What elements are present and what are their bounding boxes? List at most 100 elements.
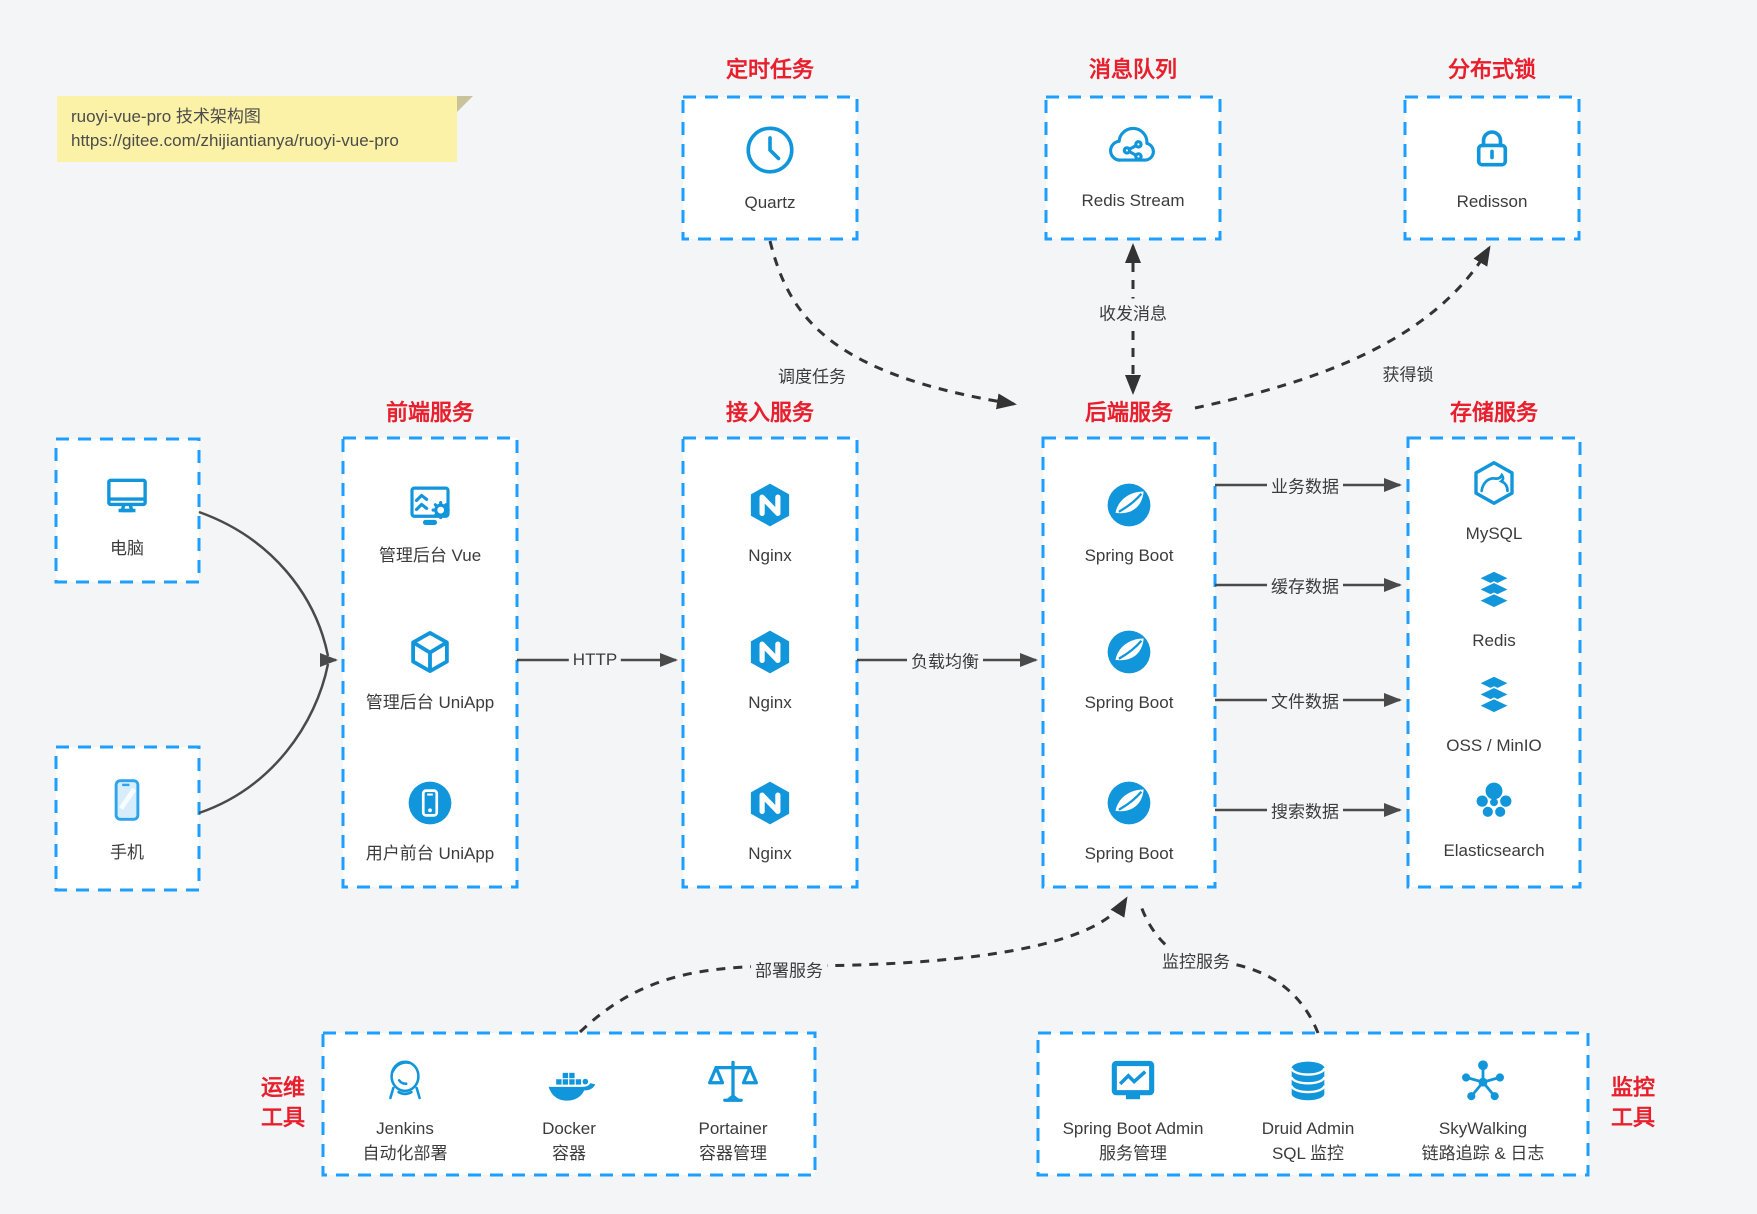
node-portainer: Portainer 容器管理 xyxy=(648,1053,818,1166)
node-skywalking: SkyWalking 链路追踪 & 日志 xyxy=(1398,1053,1568,1166)
node-label: Redis Stream xyxy=(1081,191,1185,210)
user-app-icon xyxy=(408,781,452,825)
edge-label-schedule-task: 调度任务 xyxy=(774,361,850,389)
redis-icon xyxy=(1478,570,1510,609)
node-redis: Redis xyxy=(1419,563,1569,652)
node-mysql: MySQL xyxy=(1419,456,1569,545)
node-label: Spring Boot xyxy=(1084,844,1174,863)
admin-vue-icon xyxy=(410,486,450,525)
box-redisson xyxy=(1403,95,1581,241)
cloud-mq-icon xyxy=(1109,126,1155,162)
lock-icon xyxy=(1476,130,1508,167)
box-redis-stream xyxy=(1044,95,1222,241)
node-nginx-3: Nginx xyxy=(695,776,845,865)
node-nginx-1: Nginx xyxy=(695,478,845,567)
node-label: Spring Boot xyxy=(1084,546,1174,565)
node-spring-boot-2: Spring Boot xyxy=(1054,625,1204,714)
spring-boot-icon xyxy=(1107,483,1151,527)
title-storage: 存储服务 xyxy=(1449,400,1538,425)
druid-icon xyxy=(1290,1061,1326,1101)
node-label: Redis xyxy=(1472,631,1516,650)
edge-label-monitor-service: 监控服务 xyxy=(1158,946,1234,974)
node-label: 管理后台 UniApp xyxy=(365,693,495,712)
edge-label-load-balance: 负载均衡 xyxy=(907,646,983,674)
node-label: Druid Admin SQL 监控 xyxy=(1261,1119,1355,1163)
node-label: OSS / MinIO xyxy=(1446,736,1542,755)
spring-boot-admin-icon xyxy=(1111,1060,1155,1100)
node-elasticsearch: Elasticsearch xyxy=(1419,773,1569,862)
spring-boot-icon xyxy=(1107,630,1151,674)
node-label: Nginx xyxy=(748,546,792,565)
edge-label-business-data: 业务数据 xyxy=(1267,471,1343,499)
desktop-icon xyxy=(107,478,147,513)
node-label: Spring Boot xyxy=(1084,693,1174,712)
box-storage xyxy=(1406,436,1582,889)
node-label: Nginx xyxy=(748,693,792,712)
node-redis-stream: Redis Stream xyxy=(1058,119,1208,212)
node-jenkins: Jenkins 自动化部署 xyxy=(320,1053,490,1166)
oss-minio-icon xyxy=(1478,675,1510,714)
node-spring-boot-3: Spring Boot xyxy=(1054,776,1204,865)
node-docker: Docker 容器 xyxy=(484,1053,654,1166)
node-phone: 手机 xyxy=(52,771,202,864)
arrow-deploy-service xyxy=(578,896,1128,1034)
sticky-note: ruoyi-vue-pro 技术架构图 https://gitee.com/zh… xyxy=(57,96,473,162)
uniapp-cube-icon xyxy=(411,630,449,674)
box-monitor-tools xyxy=(1036,1031,1590,1177)
docker-icon xyxy=(548,1072,596,1101)
edge-label-search-data: 搜索数据 xyxy=(1267,796,1343,824)
node-label: Nginx xyxy=(748,844,792,863)
edge-label-file-data: 文件数据 xyxy=(1267,686,1343,714)
arrow-schedule-task xyxy=(768,240,1017,410)
node-label: 电脑 xyxy=(110,539,144,558)
title-backend: 后端服务 xyxy=(1084,400,1173,425)
node-oss-minio: OSS / MinIO xyxy=(1419,668,1569,757)
node-label: Spring Boot Admin 服务管理 xyxy=(1062,1119,1204,1163)
node-label: 管理后台 Vue xyxy=(378,546,482,565)
node-quartz: Quartz xyxy=(695,121,845,214)
title-scheduled-task: 定时任务 xyxy=(725,57,814,82)
elasticsearch-icon xyxy=(1476,782,1512,817)
node-label: Redisson xyxy=(1456,192,1528,211)
arrow-acquire-lock xyxy=(1194,245,1491,410)
node-pc: 电脑 xyxy=(52,467,202,560)
title-frontend: 前端服务 xyxy=(385,400,474,425)
node-user-uniapp: 用户前台 UniApp xyxy=(355,776,505,865)
node-spring-boot-admin: Spring Boot Admin 服务管理 xyxy=(1048,1053,1218,1166)
node-nginx-2: Nginx xyxy=(695,625,845,714)
node-label: 用户前台 UniApp xyxy=(365,844,495,863)
note-title: ruoyi-vue-pro 技术架构图 xyxy=(71,107,261,126)
jenkins-icon xyxy=(389,1060,421,1100)
mysql-icon xyxy=(1474,461,1514,505)
note-url: https://gitee.com/zhijiantianya/ruoyi-vu… xyxy=(71,131,399,150)
clock-icon xyxy=(746,126,794,174)
edge-label-deploy-service: 部署服务 xyxy=(751,955,827,983)
edge-label-send-receive-msg: 收发消息 xyxy=(1095,298,1171,326)
edge-label-cache-data: 缓存数据 xyxy=(1267,571,1343,599)
box-ops-tools xyxy=(321,1031,817,1177)
skywalking-icon xyxy=(1462,1060,1504,1101)
arrow-phone-to-frontend xyxy=(198,663,330,815)
nginx-icon xyxy=(750,483,790,527)
node-label: Elasticsearch xyxy=(1443,841,1545,860)
node-spring-boot-1: Spring Boot xyxy=(1054,478,1204,567)
node-label: Quartz xyxy=(744,193,796,212)
title-distributed-lock: 分布式锁 xyxy=(1447,57,1536,82)
node-label: Portainer 容器管理 xyxy=(698,1119,768,1163)
monitor-tools-side-label: 监控 工具 xyxy=(1610,1075,1655,1130)
edge-label-http: HTTP xyxy=(568,649,622,671)
smartphone-icon xyxy=(114,779,140,821)
spring-boot-icon xyxy=(1107,781,1151,825)
title-message-queue: 消息队列 xyxy=(1088,57,1177,82)
node-druid-admin: Druid Admin SQL 监控 xyxy=(1223,1053,1393,1166)
portainer-icon xyxy=(708,1060,758,1102)
nginx-icon xyxy=(750,630,790,674)
box-quartz xyxy=(681,95,859,241)
node-redisson: Redisson xyxy=(1417,120,1567,213)
edge-label-acquire-lock: 获得锁 xyxy=(1378,359,1438,387)
node-admin-vue: 管理后台 Vue xyxy=(355,478,505,567)
title-access: 接入服务 xyxy=(725,400,814,425)
node-label: SkyWalking 链路追踪 & 日志 xyxy=(1421,1119,1545,1163)
note-fold-corner xyxy=(457,96,473,112)
arrow-pc-to-frontend xyxy=(198,510,330,657)
